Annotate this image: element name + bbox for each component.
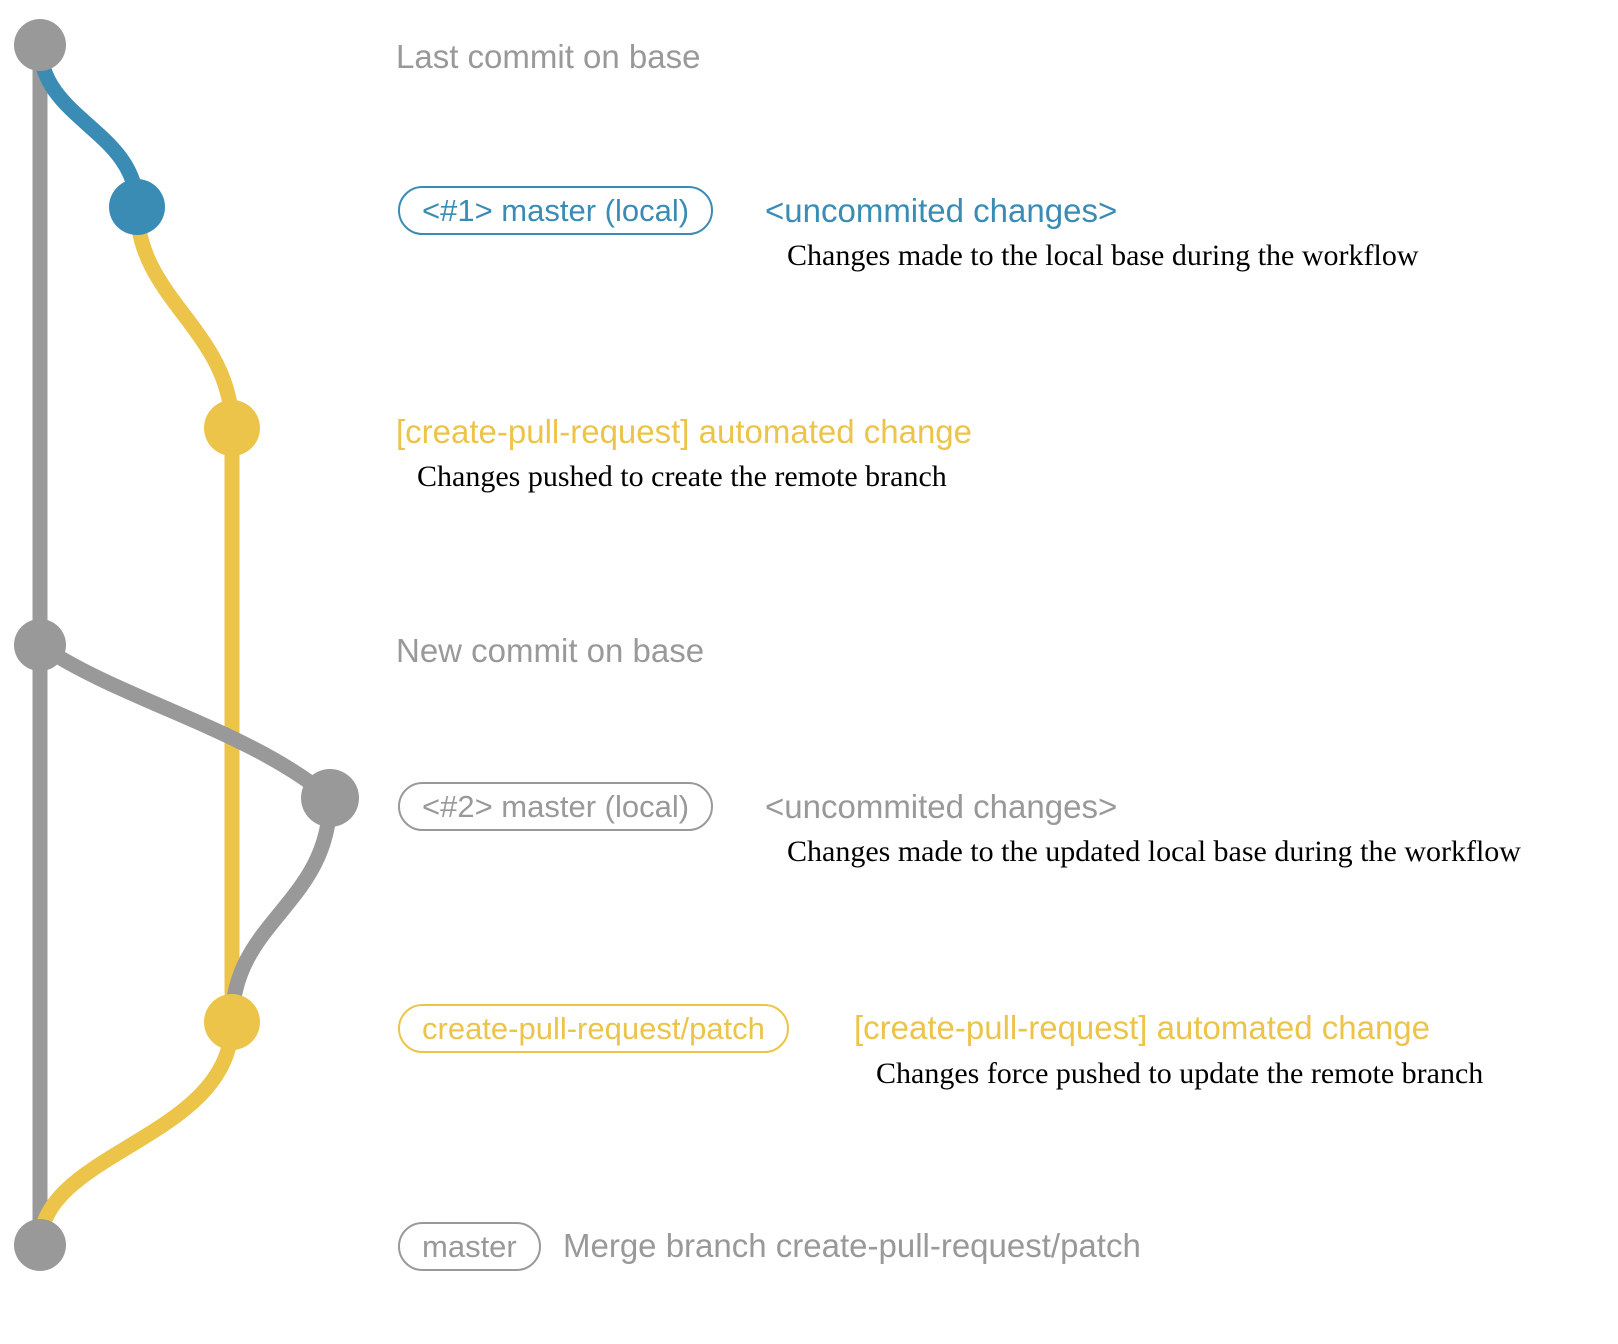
ref-pill-master-local-2[interactable]: <#2> master (local) (398, 782, 714, 831)
commit-title-automated-change-1: [create-pull-request] automated change (396, 413, 973, 450)
graph-edge-base-new-to-local-2 (32, 637, 338, 806)
commit-message-master-local-2: <uncommited changes> (765, 788, 1118, 825)
commit-title-last-commit-on-base: Last commit on base (396, 38, 701, 75)
commit-node-master-local-1-node[interactable] (109, 179, 165, 235)
graph-edge-local-1-to-patch-1 (129, 199, 240, 436)
ref-pill-master-local-1[interactable]: <#1> master (local) (398, 186, 714, 235)
ref-pill-merge-commit[interactable]: master (398, 1222, 541, 1271)
commit-title-new-commit-on-base: New commit on base (396, 632, 705, 669)
ref-pill-create-pull-request-patch[interactable]: create-pull-request/patch (398, 1004, 789, 1053)
ref-pill-label-master-local-1: <#1> master (local) (422, 193, 690, 228)
commit-node-master-local-2-node[interactable] (301, 769, 359, 827)
ref-pill-label-master-local-2: <#2> master (local) (422, 789, 690, 824)
commit-node-merge-commit-node[interactable] (14, 1219, 66, 1271)
commit-description-create-pull-request-patch: Changes force pushed to update the remot… (876, 1057, 1484, 1090)
commit-node-automated-change-1-node[interactable] (204, 400, 260, 456)
commit-description-master-local-2: Changes made to the updated local base d… (787, 835, 1521, 868)
commit-message-create-pull-request-patch: [create-pull-request] automated change (854, 1009, 1431, 1046)
commit-message-master-local-1: <uncommited changes> (765, 192, 1118, 229)
commit-description-automated-change-1: Changes pushed to create the remote bran… (417, 460, 947, 493)
commit-node-new-commit-on-base-node[interactable] (14, 619, 66, 671)
commit-node-last-commit-on-base-node[interactable] (14, 19, 66, 71)
graph-edge-patch-2-to-merge (32, 1014, 240, 1253)
commit-node-automated-change-2-node[interactable] (204, 994, 260, 1050)
commit-description-master-local-1: Changes made to the local base during th… (787, 239, 1419, 272)
graph-edge-local-2-to-patch-2 (224, 790, 338, 1030)
commit-message-merge-commit: Merge branch create-pull-request/patch (563, 1227, 1141, 1264)
ref-pill-label-create-pull-request-patch: create-pull-request/patch (422, 1011, 765, 1046)
git-graph-canvas (14, 19, 359, 1271)
ref-pill-label-merge-commit: master (422, 1229, 517, 1264)
